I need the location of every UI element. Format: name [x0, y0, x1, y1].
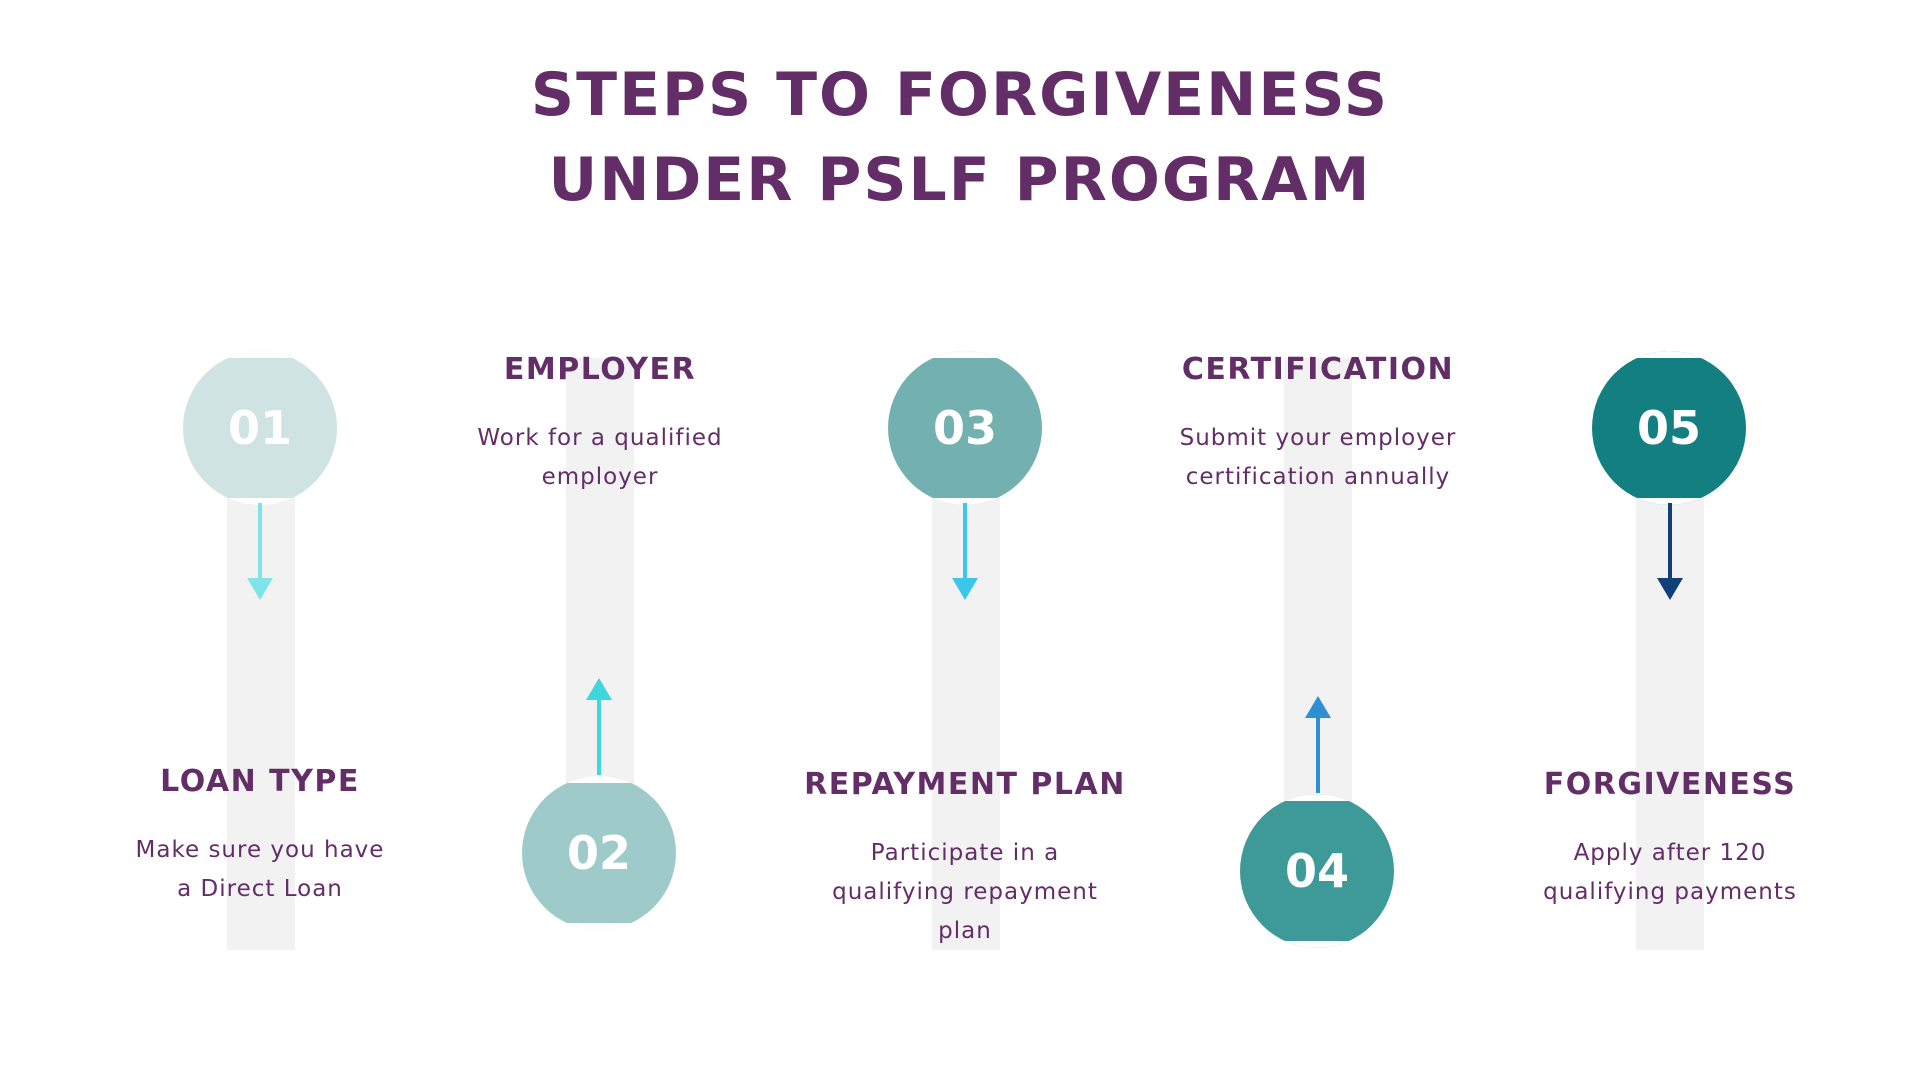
step-03-desc-line-2: qualifying repayment	[832, 879, 1098, 905]
step-03-circle: 03	[888, 351, 1042, 505]
step-04-description: Submit your employer certification annua…	[1158, 419, 1478, 497]
step-03-desc-line-1: Participate in a	[870, 840, 1060, 866]
step-02-number: 02	[566, 826, 631, 880]
step-01-description: Make sure you have a Direct Loan	[100, 831, 420, 909]
step-03-desc-line-3: plan	[938, 918, 992, 944]
step-03-description: Participate in a qualifying repayment pl…	[805, 834, 1125, 951]
step-02-desc-line-1: Work for a qualified	[477, 425, 723, 451]
step-01-circle: 01	[183, 351, 337, 505]
step-02-heading: EMPLOYER	[503, 352, 697, 387]
step-05-circle: 05	[1592, 351, 1746, 505]
step-02-desc-line-2: employer	[541, 464, 659, 490]
page-title-line-1: STEPS TO FORGIVENESS	[530, 60, 1390, 130]
step-02-circle: 02	[522, 776, 676, 930]
step-05-description: Apply after 120 qualifying payments	[1510, 834, 1830, 912]
step-01-number: 01	[227, 401, 292, 455]
step-03-heading: REPAYMENT PLAN	[804, 767, 1126, 802]
step-02-description: Work for a qualified employer	[440, 419, 760, 497]
arrow-down-icon	[952, 503, 978, 600]
step-03-number: 03	[932, 401, 997, 455]
step-04-number: 04	[1284, 844, 1349, 898]
step-05-desc-line-1: Apply after 120	[1573, 840, 1767, 866]
step-01-desc-line-1: Make sure you have	[135, 837, 385, 863]
step-01-heading: LOAN TYPE	[160, 764, 360, 799]
arrow-up-icon	[1305, 696, 1331, 793]
step-05-number: 05	[1636, 401, 1701, 455]
arrow-up-icon	[586, 678, 612, 775]
step-01-desc-line-2: a Direct Loan	[177, 876, 343, 902]
step-04-heading: CERTIFICATION	[1181, 352, 1455, 387]
arrow-down-icon	[247, 503, 273, 600]
step-04-desc-line-2: certification annually	[1185, 464, 1451, 490]
arrow-down-icon	[1657, 503, 1683, 600]
step-05-desc-line-2: qualifying payments	[1543, 879, 1797, 905]
page-title-line-2: UNDER PSLF PROGRAM	[548, 145, 1372, 215]
step-04-desc-line-1: Submit your employer	[1179, 425, 1457, 451]
step-04-circle: 04	[1240, 794, 1394, 948]
step-05-heading: FORGIVENESS	[1543, 767, 1797, 802]
